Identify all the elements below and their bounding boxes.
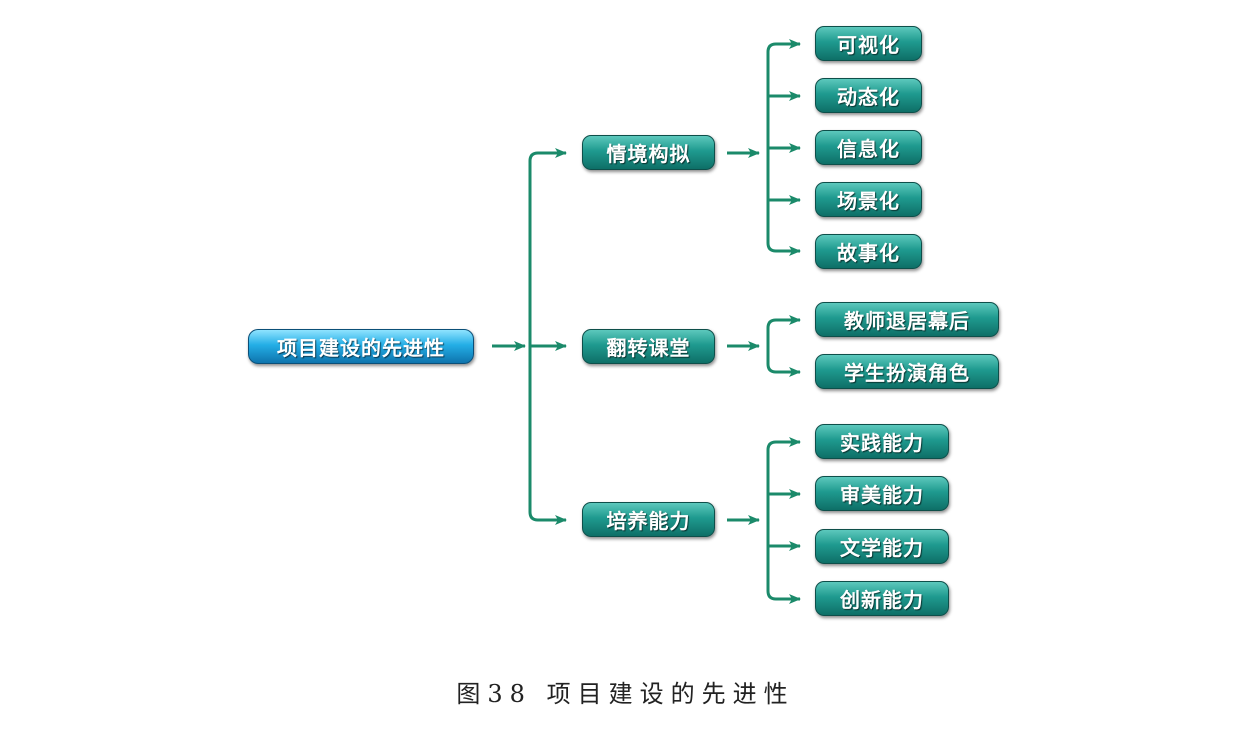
branch-node-abilities: 培养能力	[582, 502, 715, 537]
group3-bracket	[766, 440, 790, 601]
leaf-node: 审美能力	[815, 476, 949, 511]
figure-caption: 图38 项目建设的先进性	[456, 680, 795, 708]
level1-bracket	[528, 151, 563, 522]
leaf-node: 创新能力	[815, 581, 949, 616]
leaf-node: 学生扮演角色	[815, 354, 999, 389]
leaf-node: 动态化	[815, 78, 922, 113]
leaf-node: 实践能力	[815, 424, 949, 459]
leaf-node: 信息化	[815, 130, 922, 165]
leaf-node: 故事化	[815, 234, 922, 269]
leaf-node: 场景化	[815, 182, 922, 217]
branch-node-flipped-classroom: 翻转课堂	[582, 329, 715, 364]
branch-node-situation: 情境构拟	[582, 135, 715, 170]
leaf-node: 教师退居幕后	[815, 302, 999, 337]
leaf-node: 文学能力	[815, 529, 949, 564]
leaf-node: 可视化	[815, 26, 922, 61]
root-node: 项目建设的先进性	[248, 329, 474, 364]
group2-bracket	[766, 318, 790, 374]
